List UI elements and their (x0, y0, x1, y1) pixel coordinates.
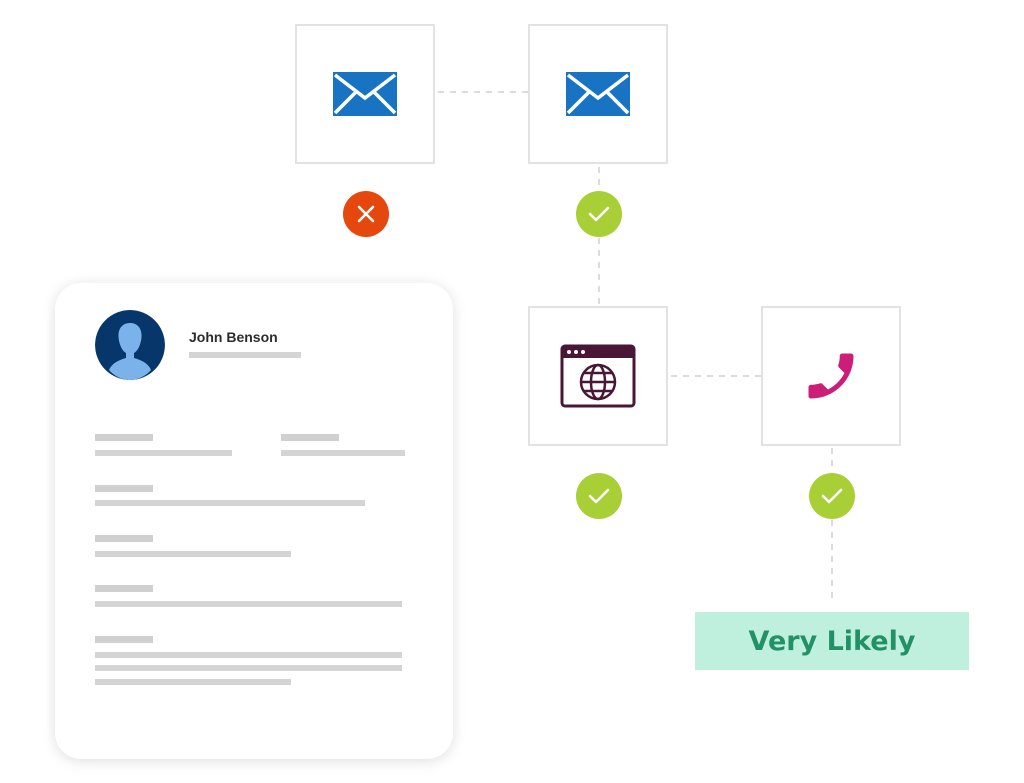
email-node-2 (528, 24, 668, 164)
email-node-1 (295, 24, 435, 164)
browser-globe-icon (560, 344, 636, 408)
fail-status-icon (343, 191, 389, 237)
subtitle-placeholder-line (189, 352, 301, 358)
result-badge: Very Likely (695, 612, 969, 670)
field-value-placeholder (95, 652, 402, 658)
phone-node (761, 306, 901, 446)
field-label-placeholder (281, 434, 339, 441)
contact-name: John Benson (189, 329, 278, 345)
field-value-placeholder (95, 665, 402, 671)
field-value-placeholder (95, 450, 232, 456)
field-value-placeholder (95, 551, 291, 557)
avatar (95, 310, 165, 380)
field-label-placeholder (95, 485, 153, 492)
person-avatar-icon (95, 310, 165, 380)
pass-status-icon (576, 473, 622, 519)
phone-icon (808, 353, 854, 399)
field-value-placeholder (95, 500, 365, 506)
field-value-placeholder (95, 679, 291, 685)
envelope-icon (333, 72, 397, 116)
field-label-placeholder (95, 535, 153, 542)
field-label-placeholder (95, 636, 153, 643)
envelope-icon (566, 72, 630, 116)
field-label-placeholder (95, 585, 153, 592)
pass-status-icon (809, 473, 855, 519)
checkmark-icon (588, 488, 610, 504)
contact-profile-card: John Benson (55, 283, 453, 759)
x-mark-icon (357, 205, 375, 223)
field-label-placeholder (95, 434, 153, 441)
checkmark-icon (821, 488, 843, 504)
result-label: Very Likely (748, 625, 916, 657)
field-value-placeholder (281, 450, 405, 456)
pass-status-icon (576, 191, 622, 237)
field-value-placeholder (95, 601, 402, 607)
web-node (528, 306, 668, 446)
checkmark-icon (588, 206, 610, 222)
